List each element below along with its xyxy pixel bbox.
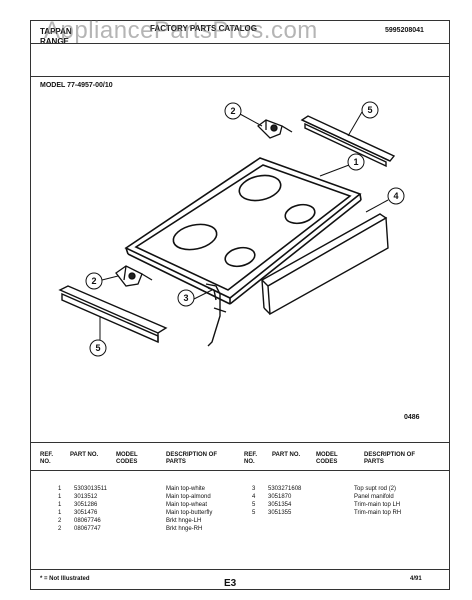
footer-date: 4/91 [410, 576, 422, 582]
header-rule [30, 43, 450, 44]
hinge-bracket-upper [257, 119, 293, 139]
cell-part: 08067746 [74, 518, 101, 524]
page-frame [30, 20, 450, 590]
model-rule-top [30, 76, 450, 77]
brand-block: TAPPAN RANGE [40, 27, 72, 47]
trim-lower-part [58, 285, 168, 344]
cell-ref: 1 [58, 502, 62, 508]
cell-part: 5303013511 [74, 486, 107, 492]
cell-ref: 3 [252, 486, 256, 492]
cell-desc: Main top-butterfly [166, 510, 213, 516]
cell-ref: 1 [58, 510, 62, 516]
callout-label: 2 [230, 106, 235, 116]
header-part-no: PART NO. [272, 452, 301, 458]
cell-desc: Panel manifold [354, 494, 394, 500]
cell-ref: 1 [58, 494, 62, 500]
main-top-part [124, 157, 362, 305]
cell-ref: 5 [252, 510, 256, 516]
cell-ref: 2 [58, 518, 62, 524]
table-header-rule [30, 470, 450, 471]
header-ref-no: REF. NO. [244, 452, 258, 465]
page-code: E3 [224, 578, 237, 589]
cell-part: 3051476 [74, 510, 98, 516]
cell-part: 3051355 [268, 510, 292, 516]
cell-part: 3051870 [268, 494, 292, 500]
cell-desc: Main top-white [166, 486, 206, 492]
exploded-diagram: 1 2 2 3 4 5 5 [58, 101, 405, 357]
callout-label: 3 [183, 293, 188, 303]
callout-label: 2 [91, 276, 96, 286]
cell-ref: 4 [252, 494, 256, 500]
cell-ref: 2 [58, 526, 62, 532]
callouts: 1 2 2 3 4 5 5 [85, 101, 405, 357]
callout-label: 4 [393, 191, 398, 201]
callout-label: 1 [353, 157, 358, 167]
panel-manifold-part [260, 213, 389, 316]
cell-part: 08067747 [74, 526, 101, 532]
product-type: RANGE [40, 37, 69, 46]
cell-desc: Brkt hnge-LH [166, 518, 202, 524]
cell-part: 3051286 [74, 502, 98, 508]
header-description: DESCRIPTION OF PARTS [166, 452, 218, 465]
table-rule-top [30, 442, 450, 443]
cell-part: 3051354 [268, 502, 292, 508]
cell-ref: 5 [252, 502, 256, 508]
cell-desc: Main top-wheat [166, 502, 208, 508]
cell-desc: Top supt rod (2) [354, 486, 397, 492]
hinge-bracket-lower [115, 265, 153, 287]
brand-name: TAPPAN [40, 27, 72, 36]
header-model-codes: MODEL CODES [116, 452, 138, 465]
watermark: AppliancePartsPros.com [44, 17, 318, 44]
model-number: MODEL 77-4957-00/10 [40, 82, 113, 89]
footer-note: * = Not Illustrated [40, 576, 90, 582]
header-ref-no: REF. NO. [40, 452, 54, 465]
cell-ref: 1 [58, 486, 62, 492]
callout-label: 5 [367, 105, 372, 115]
header-model-codes: MODEL CODES [316, 452, 338, 465]
header-description: DESCRIPTION OF PARTS [364, 452, 416, 465]
cell-desc: Main top-almond [166, 494, 211, 500]
cell-desc: Brkt hnge-RH [166, 526, 203, 532]
cell-part: 5303271608 [268, 486, 302, 492]
catalog-number: 5995208041 [385, 27, 424, 34]
cell-desc: Trim-main top RH [354, 510, 402, 516]
footer-rule [30, 569, 450, 570]
cell-desc: Trim-main top LH [354, 502, 401, 508]
callout-label: 5 [95, 343, 100, 353]
cell-part: 3013512 [74, 494, 98, 500]
support-rod-part [205, 283, 227, 347]
trim-upper-part [300, 115, 396, 168]
diagram-ref-code: 0486 [404, 414, 420, 421]
header-part-no: PART NO. [70, 452, 99, 458]
catalog-title: FACTORY PARTS CATALOG [150, 24, 257, 33]
